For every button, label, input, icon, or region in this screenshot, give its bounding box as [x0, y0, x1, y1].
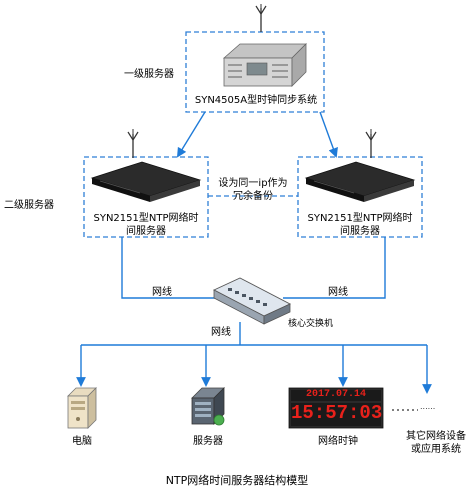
left-device-label-line2: 间服务器 — [126, 226, 166, 237]
network-clock-display — [288, 387, 384, 429]
tier1-label: 一级服务器 — [124, 69, 174, 80]
other-label-line2: 或应用系统 — [411, 444, 461, 455]
antenna-icon — [127, 129, 139, 158]
core-switch-device — [212, 277, 292, 325]
right-device-label-line1: SYN2151型NTP网络时 — [307, 213, 413, 224]
left-device-label-line1: SYN2151型NTP网络时 — [93, 213, 199, 224]
ellipsis-label: ...... — [420, 402, 436, 411]
ntp-server-right-device — [304, 161, 416, 202]
redundancy-label-line2: 冗余备份 — [233, 191, 273, 202]
server-icon — [191, 387, 225, 426]
right-device-label-line2: 间服务器 — [340, 226, 380, 237]
ntp-server-left-device — [90, 161, 202, 202]
antenna-icon — [255, 4, 267, 32]
tier2-left-frame — [83, 156, 209, 238]
core-switch-label: 核心交换机 — [288, 319, 334, 329]
tier2-right-frame — [297, 156, 423, 238]
computer-label: 电脑 — [72, 436, 92, 447]
arrow-to-left — [176, 111, 206, 158]
server-label: 服务器 — [193, 436, 223, 447]
arrow-to-right — [319, 111, 338, 158]
clock-time: 15:57:03 — [291, 402, 383, 424]
tier2-label: 二级服务器 — [4, 200, 54, 211]
antenna-icon — [365, 129, 377, 158]
diagram-title: NTP网络时间服务器结构模型 — [165, 474, 309, 487]
master-device-label: SYN4505A型时钟同步系统 — [194, 95, 318, 106]
cable-right-label: 网线 — [328, 287, 348, 298]
computer-icon — [67, 387, 97, 429]
cable-left — [121, 237, 232, 299]
clock-date: 2017.07.14 — [305, 389, 366, 400]
other-label-line1: 其它网络设备 — [406, 431, 466, 442]
network-clock-label: 网络时钟 — [318, 436, 358, 447]
redundancy-label-line1: 设为同一ip作为 — [218, 178, 288, 189]
master-clock-device — [222, 43, 307, 87]
cable-left-label: 网线 — [152, 287, 172, 298]
cable-right — [283, 237, 386, 299]
tier1-frame — [185, 31, 325, 113]
cable-bottom-label: 网线 — [211, 327, 231, 338]
